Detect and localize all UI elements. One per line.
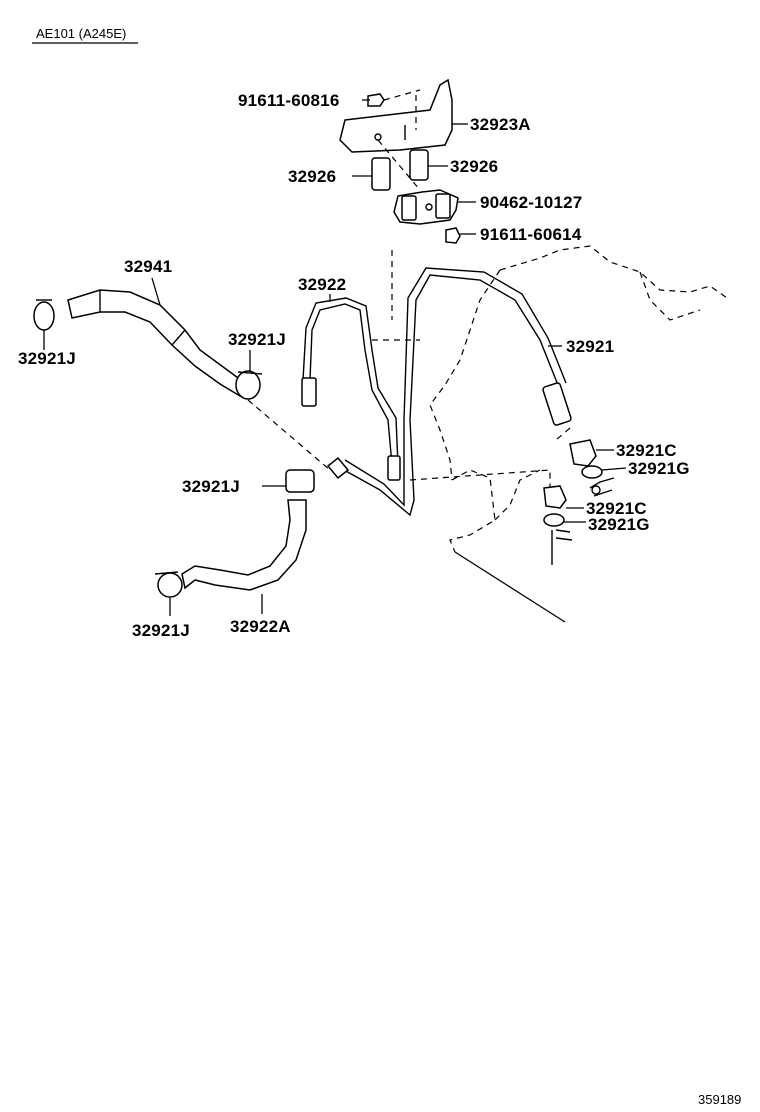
fitting-ports bbox=[551, 477, 615, 565]
bushing-right-shape bbox=[409, 149, 429, 181]
label-clamp-upper-right: 32921J bbox=[228, 330, 286, 349]
label-bracket: 32923A bbox=[470, 115, 531, 134]
label-clamp-lower: 32921J bbox=[132, 621, 190, 640]
label-tube-right: 32921 bbox=[566, 337, 614, 356]
hose-upper-shape bbox=[67, 289, 247, 398]
label-clamp-upper-left: 32921J bbox=[18, 349, 76, 368]
label-hose-upper: 32941 bbox=[124, 257, 172, 276]
label-clamp-plate: 90462-10127 bbox=[480, 193, 582, 212]
label-bolt-lower: 91611-60614 bbox=[480, 225, 582, 244]
transmission-outline bbox=[429, 245, 731, 623]
bracket-assembly bbox=[339, 78, 461, 320]
figure-number: 359189 bbox=[698, 1092, 741, 1107]
label-bushing-right: 32926 bbox=[450, 157, 498, 176]
label-tube-left: 32922 bbox=[298, 275, 346, 294]
gasket-upper-shape bbox=[581, 465, 603, 479]
hose-lower-shape bbox=[181, 499, 307, 591]
label-hose-lower: 32922A bbox=[230, 617, 291, 636]
label-union-upper: 32921C bbox=[616, 441, 677, 460]
label-union-lower: 32921C bbox=[586, 499, 647, 518]
label-bushing-left: 32926 bbox=[288, 167, 336, 186]
clamp-upper-right-shape bbox=[235, 370, 263, 400]
bushing-left-shape bbox=[371, 157, 391, 191]
bolt-lower-shape bbox=[445, 227, 461, 244]
clamp-lower-shape bbox=[154, 571, 183, 598]
model-code-header: AE101 (A245E) bbox=[32, 26, 138, 44]
tube-32921-shape bbox=[326, 267, 572, 517]
leader-lines bbox=[43, 99, 627, 616]
model-code-text: AE101 (A245E) bbox=[36, 26, 126, 41]
clamp-middle-shape bbox=[285, 469, 315, 493]
label-bolt-upper: 91611-60816 bbox=[238, 91, 339, 110]
bolt-upper-shape bbox=[367, 93, 385, 107]
gasket-lower-shape bbox=[543, 513, 565, 527]
label-gasket-upper: 32921G bbox=[628, 459, 690, 478]
tube-32922-shape bbox=[301, 297, 401, 481]
bracket-32923a-shape bbox=[339, 78, 453, 153]
label-clamp-middle: 32921J bbox=[182, 477, 240, 496]
label-gasket-lower: 32921G bbox=[588, 515, 650, 534]
union-lower-shape bbox=[543, 485, 567, 509]
union-upper-shape bbox=[569, 439, 597, 467]
clamp-upper-left-shape bbox=[33, 299, 55, 331]
